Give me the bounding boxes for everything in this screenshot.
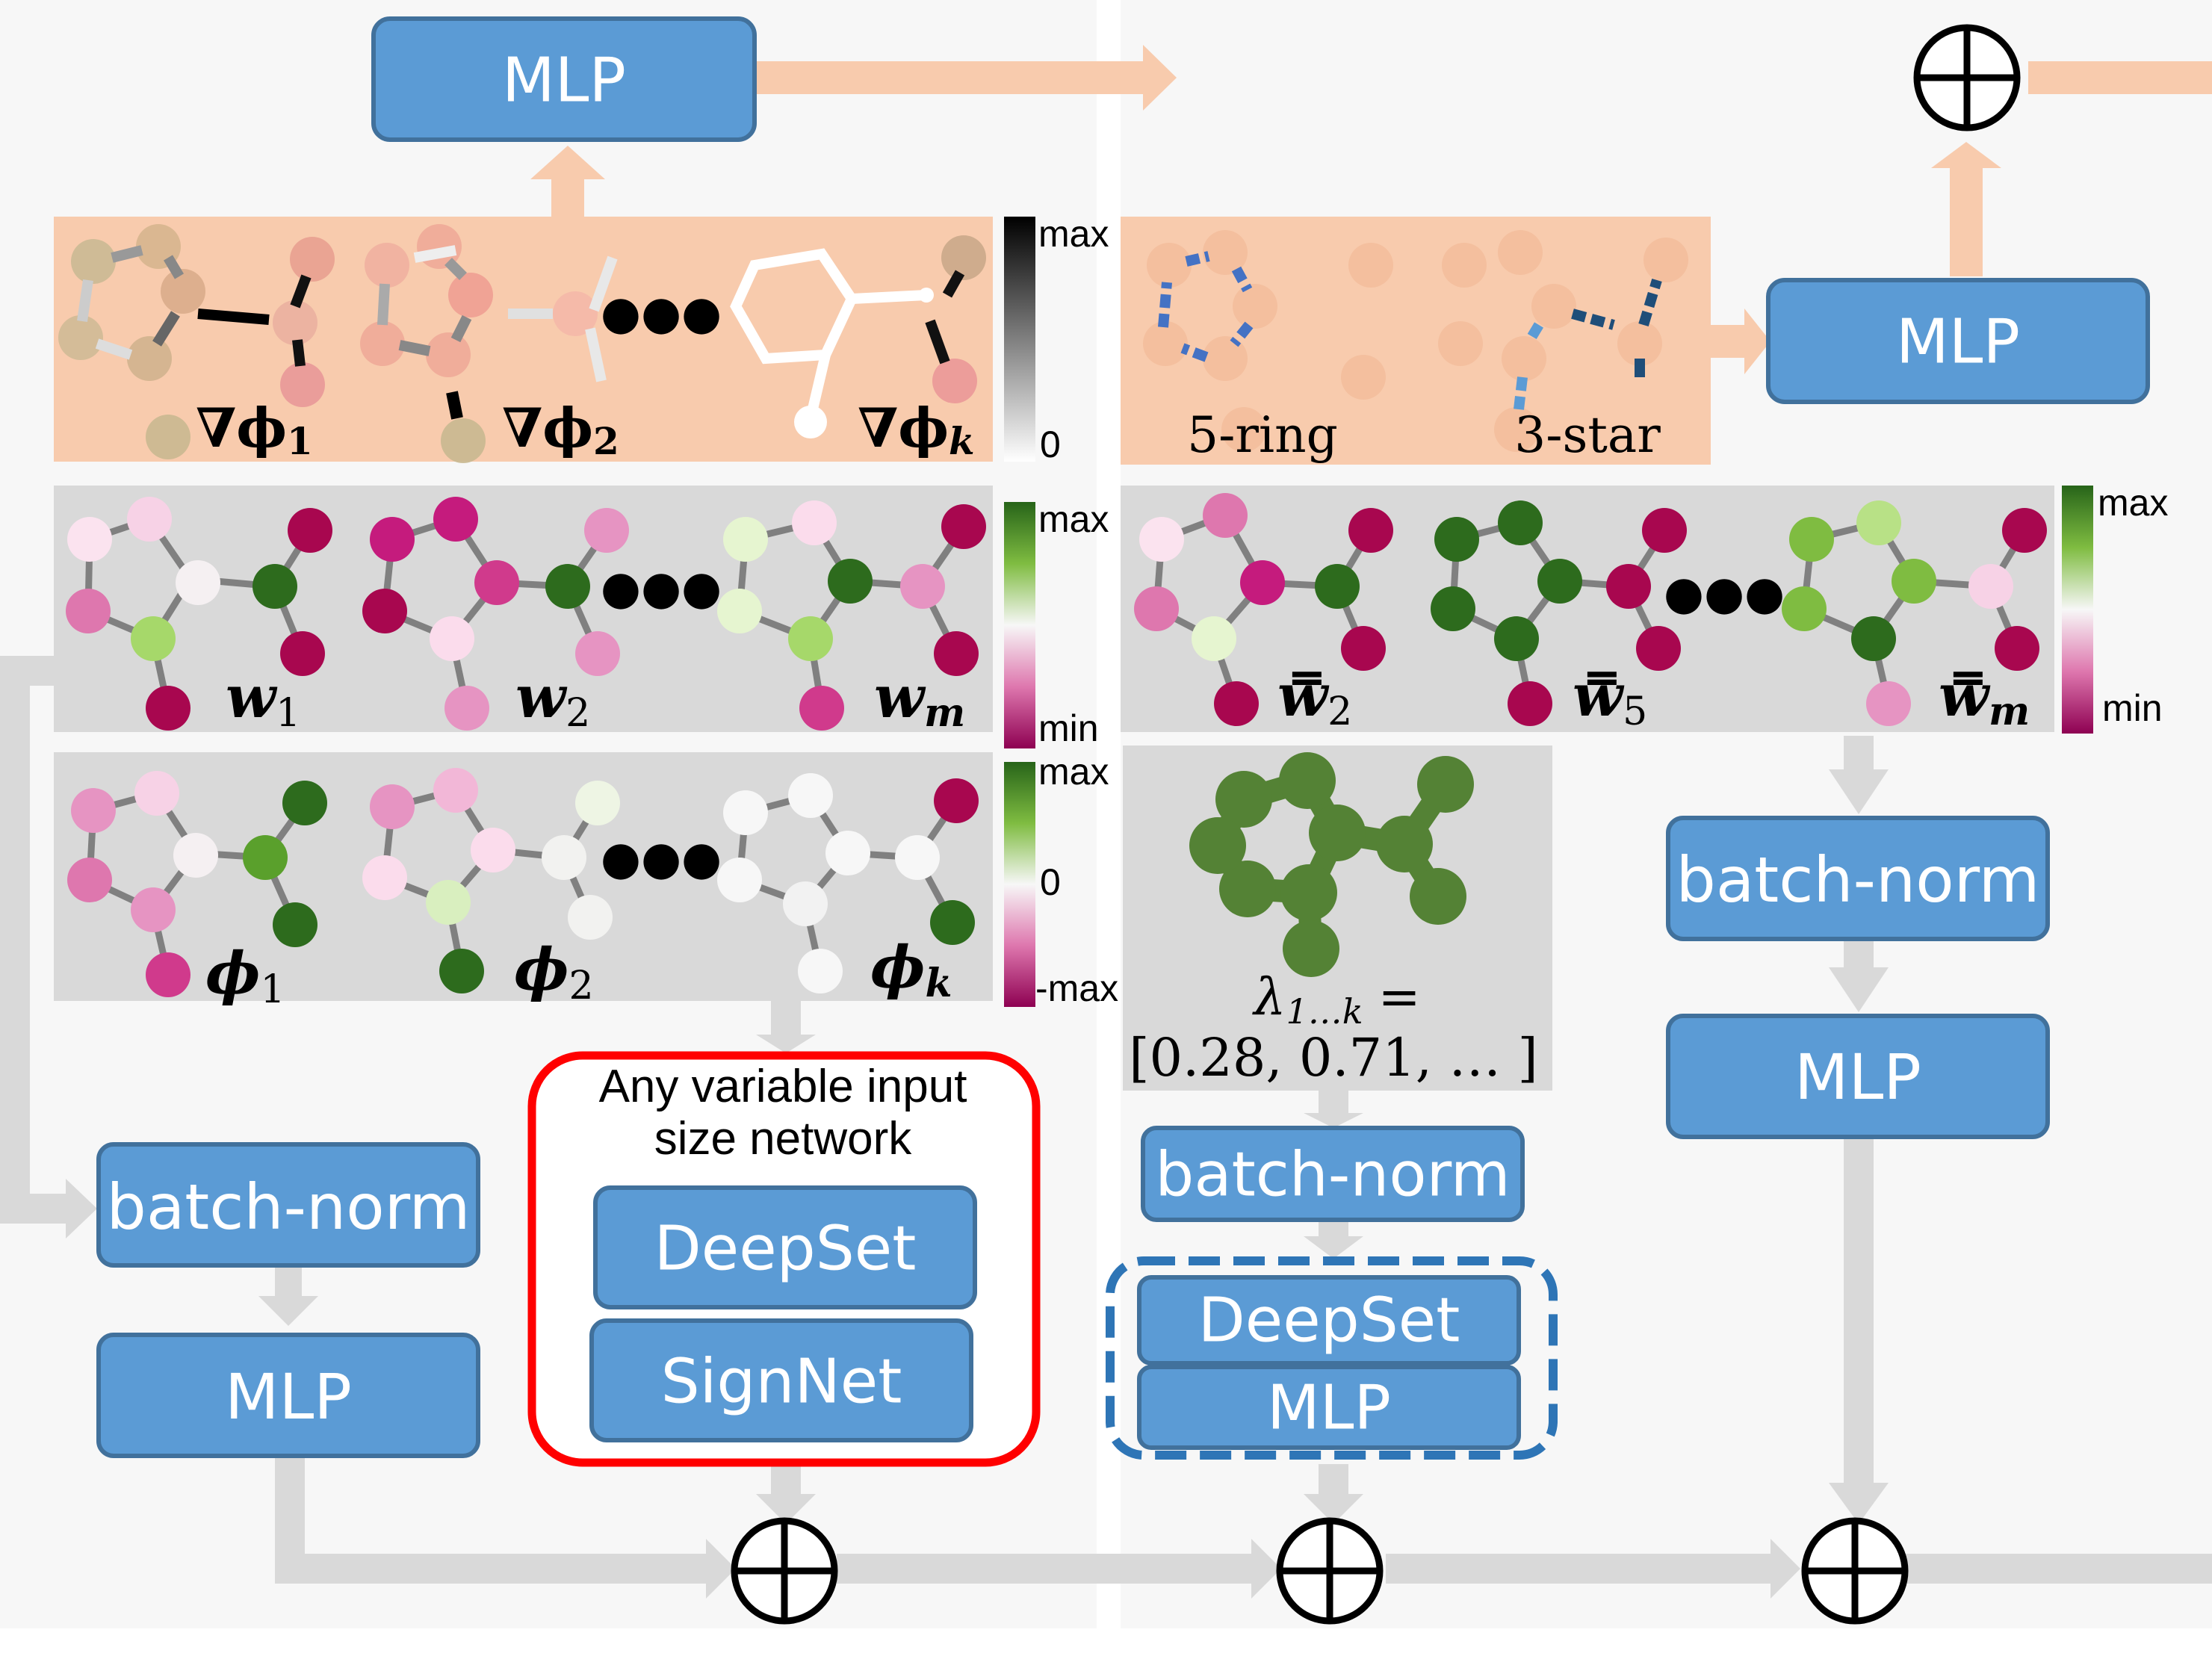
gradient-graph-1 bbox=[58, 224, 335, 459]
lambda-values: [0.28, 0.71, … ] bbox=[1129, 1027, 1538, 1088]
variable-network-line1: Any variable input bbox=[599, 1061, 967, 1112]
weights-ellipsis: ●●● bbox=[601, 560, 722, 615]
weights-bar-ellipsis: ●●● bbox=[1664, 565, 1785, 620]
gradient-colorbar-max: max bbox=[1038, 213, 1109, 255]
weight-label-2: w2 bbox=[515, 663, 590, 736]
eigenvector-colorbar-mid: 0 bbox=[1040, 861, 1061, 903]
weights-bar-panel: ●●● w̿2 w̿5 w̿m max min bbox=[1121, 482, 2168, 734]
five-ring-label: 5-ring bbox=[1187, 406, 1338, 464]
mlp-blue-label: MLP bbox=[1267, 1373, 1391, 1444]
substructure-panel: 5-ring 3-star bbox=[1121, 217, 1711, 465]
batch-norm-left-label: batch-norm bbox=[107, 1171, 471, 1244]
three-star-graph bbox=[1438, 230, 1688, 452]
oplus-top bbox=[1913, 24, 2021, 131]
phi-label-2: ϕ2 bbox=[514, 936, 594, 1008]
eigenvector-panel: ●●● ϕ1 ϕ2 ϕk max 0 -max bbox=[54, 751, 1118, 1012]
five-ring-graph bbox=[1143, 230, 1393, 452]
variable-input-network: Any variable input size network DeepSet … bbox=[527, 1051, 1041, 1467]
weights-colorbar-max: max bbox=[1038, 498, 1109, 540]
gradient-panel: ●●● ∇ϕ1 ∇ϕ2 ∇ϕk max 0 bbox=[54, 213, 1109, 465]
gradient-colorbar bbox=[1004, 217, 1035, 462]
mlp-right-label: MLP bbox=[1794, 1041, 1921, 1114]
eigenvector-ellipsis: ●●● bbox=[601, 831, 722, 885]
gradient-ellipsis: ●●● bbox=[601, 285, 722, 340]
weights-bar-colorbar bbox=[2062, 486, 2093, 734]
weights-bar-colorbar-max: max bbox=[2098, 482, 2168, 524]
phi-label-k: ϕk bbox=[870, 934, 952, 1006]
batch-norm-mid-label: batch-norm bbox=[1155, 1140, 1510, 1211]
deepset-red-label: DeepSet bbox=[654, 1214, 917, 1285]
grad-label-1: ∇ϕ1 bbox=[196, 396, 313, 463]
eigenvalue-panel: λ1…k= [0.28, 0.71, … ] bbox=[1123, 745, 1552, 1091]
mlp-left-block: MLP bbox=[96, 1333, 480, 1458]
mlp-right-block: MLP bbox=[1666, 1014, 2050, 1139]
signnet-red-label: SignNet bbox=[661, 1347, 902, 1418]
gradient-graph-2 bbox=[360, 224, 618, 463]
mlp-top-label: MLP bbox=[502, 46, 626, 117]
blue-dashed-group: DeepSet MLP bbox=[1106, 1256, 1558, 1460]
eigenvector-colorbar bbox=[1004, 762, 1035, 1007]
batch-norm-right-block: batch-norm bbox=[1666, 816, 2050, 941]
orange-flow-arrows bbox=[530, 45, 2212, 374]
eigenvector-colorbar-min: -max bbox=[1035, 967, 1118, 1009]
weight-label-1: w1 bbox=[226, 663, 300, 736]
deepset-blue-label: DeepSet bbox=[1198, 1286, 1460, 1357]
variable-network-line2: size network bbox=[654, 1113, 913, 1165]
eigenvector-colorbar-max: max bbox=[1038, 751, 1109, 793]
weights-bar-colorbar-min: min bbox=[2102, 687, 2163, 729]
batch-norm-mid-block: batch-norm bbox=[1141, 1126, 1525, 1222]
weights-colorbar bbox=[1004, 502, 1035, 748]
weights-panel: ●●● w1 w2 wm max min bbox=[54, 486, 1109, 749]
weights-colorbar-min: min bbox=[1038, 707, 1099, 749]
mlp-right-top-block: MLP bbox=[1766, 278, 2150, 404]
wbar-label-5: w̿5 bbox=[1573, 662, 1647, 734]
lambda-label: λ1…k= bbox=[1251, 968, 1420, 1032]
gradient-colorbar-min: 0 bbox=[1040, 424, 1061, 465]
wbar-label-2: w̿2 bbox=[1277, 662, 1352, 734]
oplus-bottom-2 bbox=[1276, 1517, 1384, 1625]
mlp-left-label: MLP bbox=[225, 1360, 352, 1433]
gradient-graph-k bbox=[730, 248, 934, 438]
oplus-bottom-1 bbox=[731, 1517, 838, 1625]
phi-label-1: ϕ1 bbox=[205, 940, 285, 1012]
grad-label-2: ∇ϕ2 bbox=[502, 396, 619, 463]
batch-norm-right-label: batch-norm bbox=[1676, 843, 2040, 917]
weight-label-m: wm bbox=[874, 663, 965, 736]
mlp-top-block: MLP bbox=[371, 16, 757, 142]
wbar-label-m: w̿m bbox=[1939, 662, 2030, 734]
batch-norm-left-block: batch-norm bbox=[96, 1142, 480, 1268]
gray-flow-arrows bbox=[0, 656, 2212, 1599]
grad-label-k: ∇ϕk bbox=[858, 396, 975, 463]
oplus-bottom-3 bbox=[1801, 1517, 1909, 1625]
three-star-label: 3-star bbox=[1514, 406, 1661, 464]
mlp-right-top-label: MLP bbox=[1896, 307, 2020, 378]
